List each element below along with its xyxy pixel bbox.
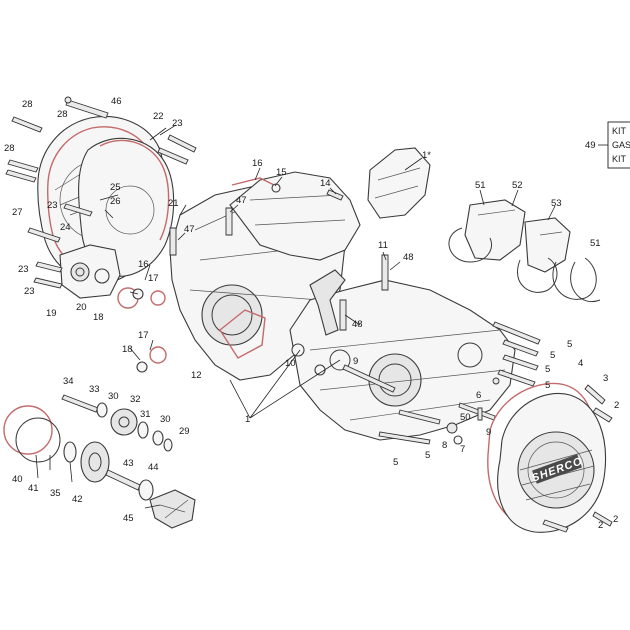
label-23b: 23 — [47, 200, 58, 211]
water-pump-impeller-stack — [63, 441, 196, 529]
kit-ref-49: 49 — [585, 140, 596, 151]
selector-plate — [309, 269, 346, 336]
label-45: 45 — [123, 513, 134, 524]
label-40: 40 — [12, 474, 23, 485]
label-5b: 5 — [550, 350, 555, 361]
label-32: 32 — [130, 394, 141, 405]
label-47a: 47 — [236, 195, 247, 206]
label-34: 34 — [63, 376, 74, 387]
snap-rings-lower-left — [3, 405, 61, 463]
label-43: 43 — [123, 458, 134, 469]
label-2c: 2 — [613, 514, 618, 525]
label-5e: 5 — [425, 450, 430, 461]
label-23c: 23 — [18, 264, 29, 275]
clutch-cover-inner — [78, 137, 175, 277]
label-33: 33 — [89, 384, 100, 395]
label-47b: 47 — [184, 224, 195, 235]
ignition-cover: SHERCO — [487, 382, 607, 533]
label-5f: 5 — [393, 457, 398, 468]
label-51a: 51 — [475, 180, 486, 191]
label-31: 31 — [140, 409, 151, 420]
label-20: 20 — [76, 302, 87, 313]
ignition-cover-bolts — [542, 384, 613, 533]
cover-bolts-left — [5, 96, 197, 289]
label-5d: 5 — [545, 380, 550, 391]
label-41: 41 — [28, 483, 39, 494]
label-17b: 17 — [138, 330, 149, 341]
water-pump-housing — [59, 244, 139, 309]
label-11: 11 — [378, 240, 388, 251]
label-48b: 48 — [352, 319, 363, 330]
label-9b: 9 — [486, 427, 491, 438]
label-1-star: 1* — [422, 150, 431, 161]
dowels-studs — [169, 189, 389, 376]
label-25: 25 — [110, 182, 121, 193]
snap-rings — [448, 227, 601, 303]
small-seals — [132, 177, 281, 373]
label-5c: 5 — [545, 364, 550, 375]
label-16a: 16 — [252, 158, 263, 169]
label-30b: 30 — [160, 414, 171, 425]
label-48a: 48 — [403, 252, 414, 263]
label-4: 4 — [578, 358, 583, 369]
label-12: 12 — [191, 370, 202, 381]
kit-line-2: GAS — [612, 140, 630, 150]
label-23a: 23 — [172, 118, 183, 129]
label-27: 27 — [12, 207, 23, 218]
label-44: 44 — [148, 462, 159, 473]
label-46: 46 — [111, 96, 122, 107]
label-2a: 2 — [614, 400, 619, 411]
output-sprocket — [61, 394, 173, 452]
label-18b: 18 — [122, 344, 133, 355]
label-42: 42 — [72, 494, 83, 505]
label-7: 7 — [460, 444, 465, 455]
kit-line-3: KIT — [612, 154, 627, 164]
crankcase-bolts-right — [342, 321, 541, 445]
label-21: 21 — [168, 198, 179, 209]
label-15: 15 — [276, 167, 287, 178]
label-5a: 5 — [567, 339, 572, 350]
shift-guard-brackets — [464, 199, 571, 273]
kit-line-1: KIT — [612, 126, 627, 136]
label-9a: 9 — [353, 356, 358, 367]
label-24: 24 — [60, 222, 71, 233]
label-17a: 17 — [148, 273, 159, 284]
leader-lines — [35, 124, 556, 509]
label-14: 14 — [320, 178, 331, 189]
label-1: 1 — [245, 414, 250, 425]
label-50: 50 — [460, 412, 471, 423]
label-3: 3 — [603, 373, 608, 384]
label-18a: 18 — [93, 312, 104, 323]
label-28a: 28 — [22, 99, 33, 110]
label-52: 52 — [512, 180, 523, 191]
label-30a: 30 — [108, 391, 119, 402]
label-29: 29 — [179, 426, 190, 437]
label-16b: 16 — [138, 259, 149, 270]
label-35: 35 — [50, 488, 61, 499]
label-53: 53 — [551, 198, 562, 209]
label-23d: 23 — [24, 286, 35, 297]
label-2b: 2 — [598, 520, 603, 531]
label-26: 26 — [110, 196, 121, 207]
kit-box: KIT GAS KIT 49 — [585, 121, 630, 169]
label-28b: 28 — [57, 109, 68, 120]
label-28c: 28 — [4, 143, 15, 154]
label-10: 10 — [285, 358, 296, 369]
label-8: 8 — [442, 440, 447, 451]
crankcase-guard-1star — [367, 147, 431, 219]
part-labels: 1 1* 2 2 2 3 4 5 5 5 5 5 5 6 7 8 9 9 10 … — [4, 96, 619, 531]
label-22: 22 — [153, 111, 164, 122]
label-19: 19 — [46, 308, 57, 319]
label-6: 6 — [476, 390, 481, 401]
label-51b: 51 — [590, 238, 601, 249]
